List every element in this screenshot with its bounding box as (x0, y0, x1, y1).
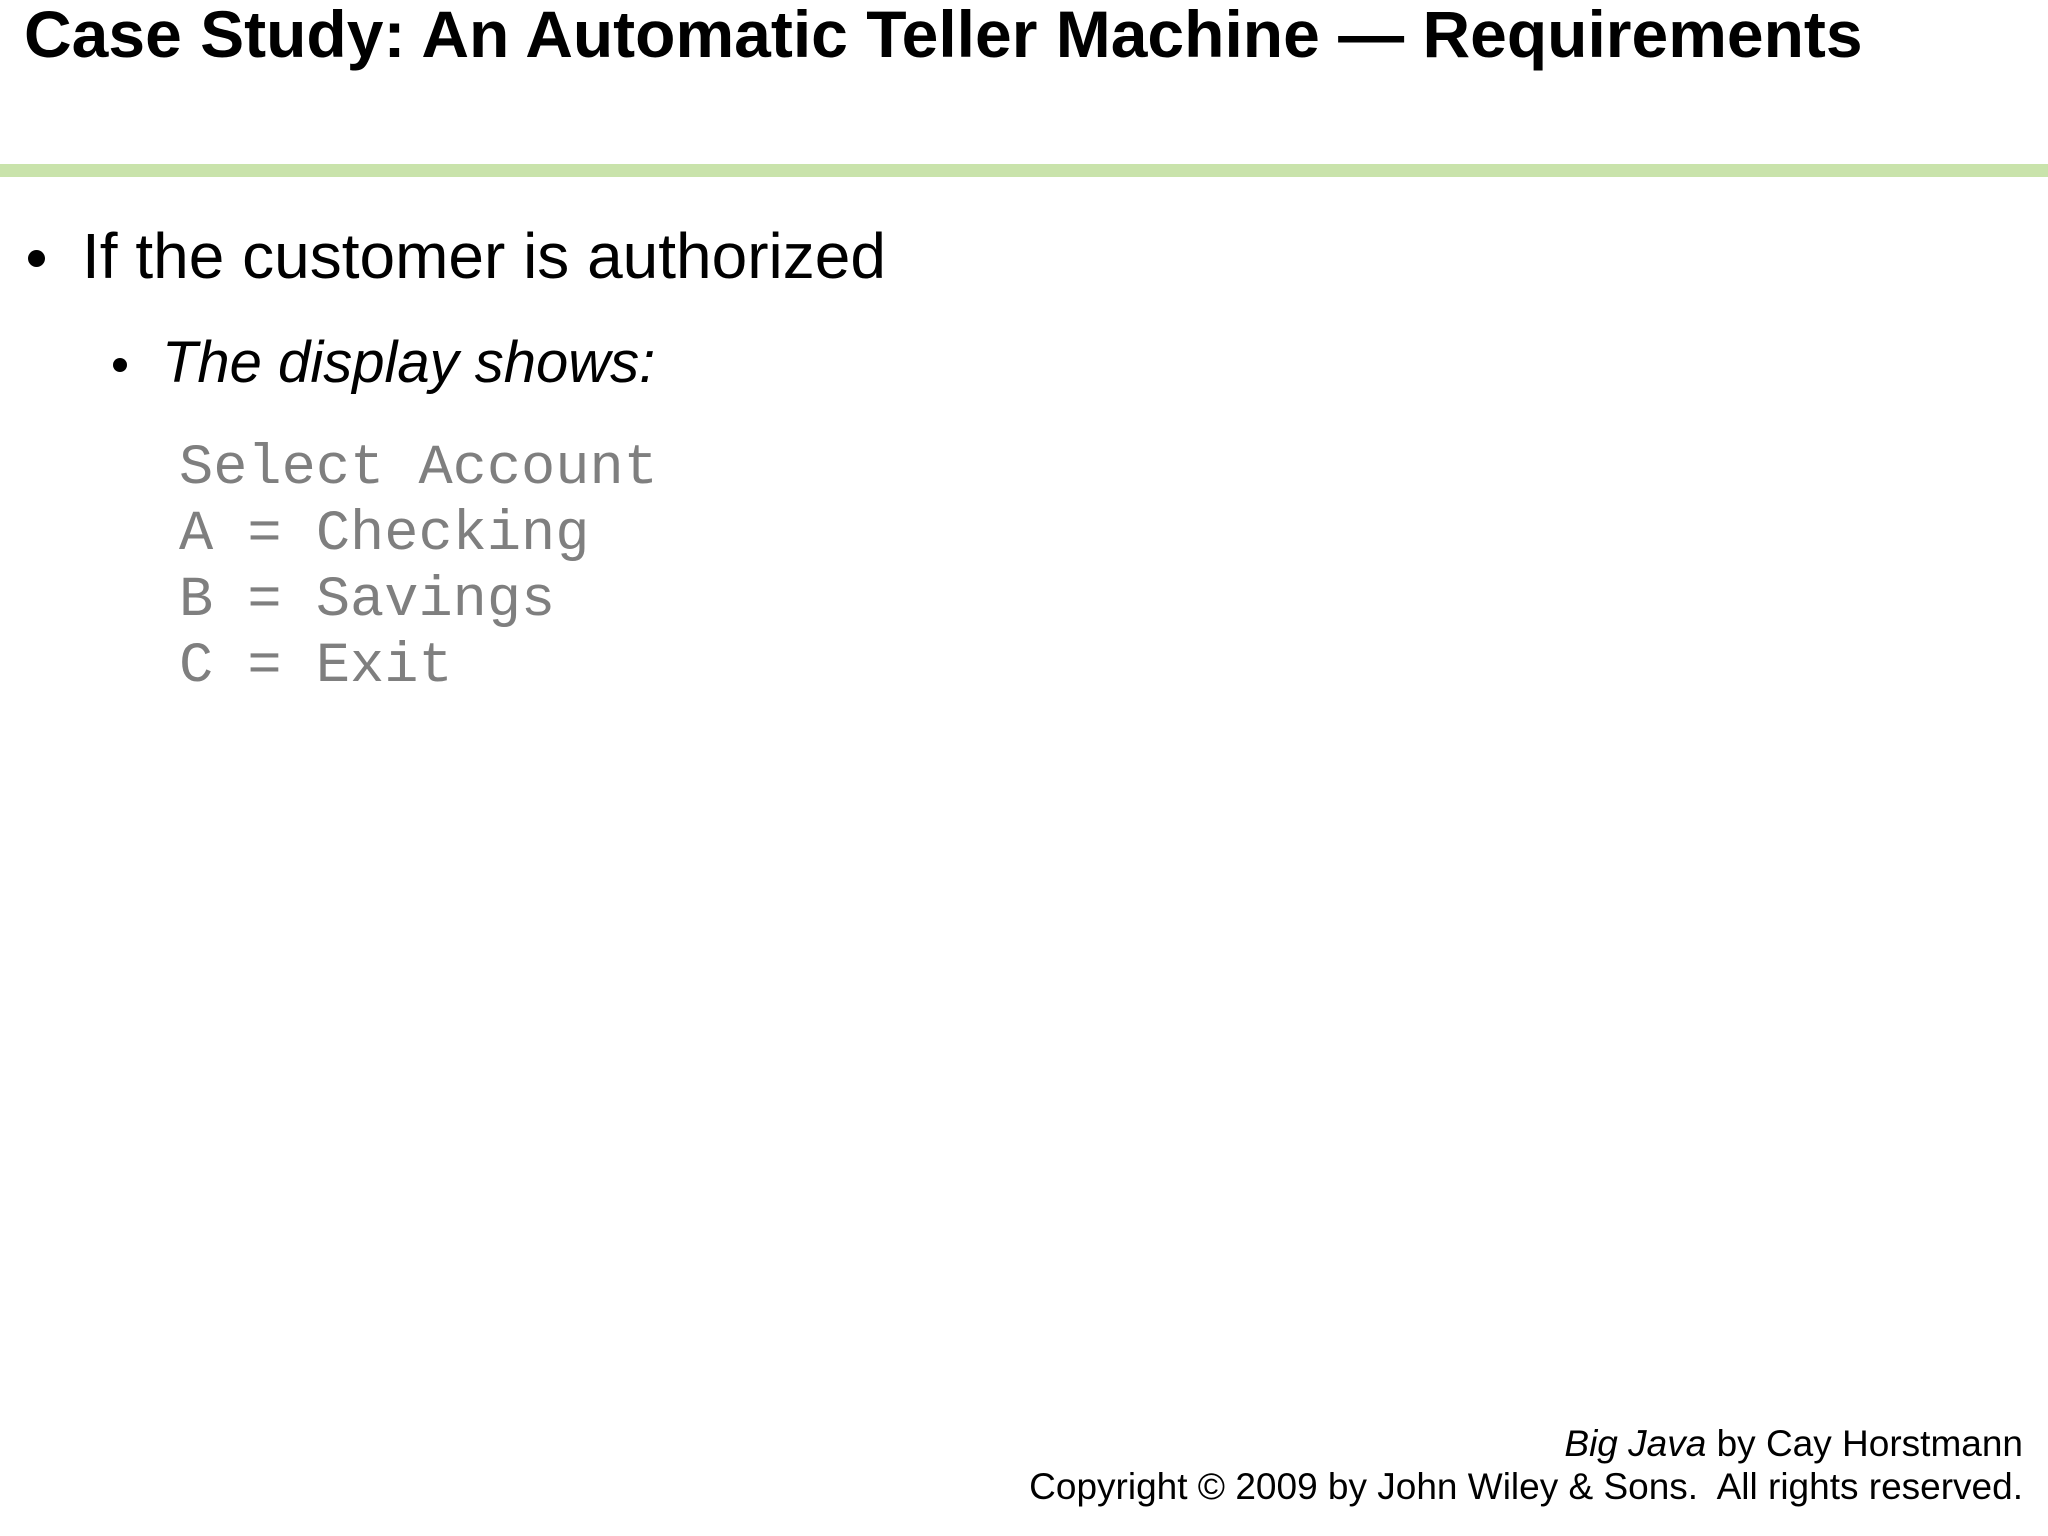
code-line: B = Savings (179, 569, 556, 633)
bullet-level2-text: The display shows: (162, 330, 656, 395)
code-line: C = Exit (179, 635, 453, 699)
footer-book-byline: by Cay Horstmann (1706, 1423, 2023, 1464)
code-line: Select Account (179, 437, 658, 501)
footer-attribution: Big Java by Cay Horstmann (1029, 1422, 2023, 1465)
footer-copyright: Copyright © 2009 by John Wiley & Sons. A… (1029, 1466, 2023, 1507)
footer-book-title: Big Java (1564, 1423, 1707, 1464)
footer: Big Java by Cay Horstmann Copyright © 20… (1029, 1422, 2023, 1508)
title-divider-bar (0, 164, 2048, 177)
bullet-level2-icon (113, 358, 127, 372)
bullet-level1-text: If the customer is authorized (82, 220, 886, 292)
code-line: A = Checking (179, 503, 590, 567)
bullet-level1-icon (28, 250, 45, 267)
slide-title: Case Study: An Automatic Teller Machine … (24, 0, 1863, 71)
